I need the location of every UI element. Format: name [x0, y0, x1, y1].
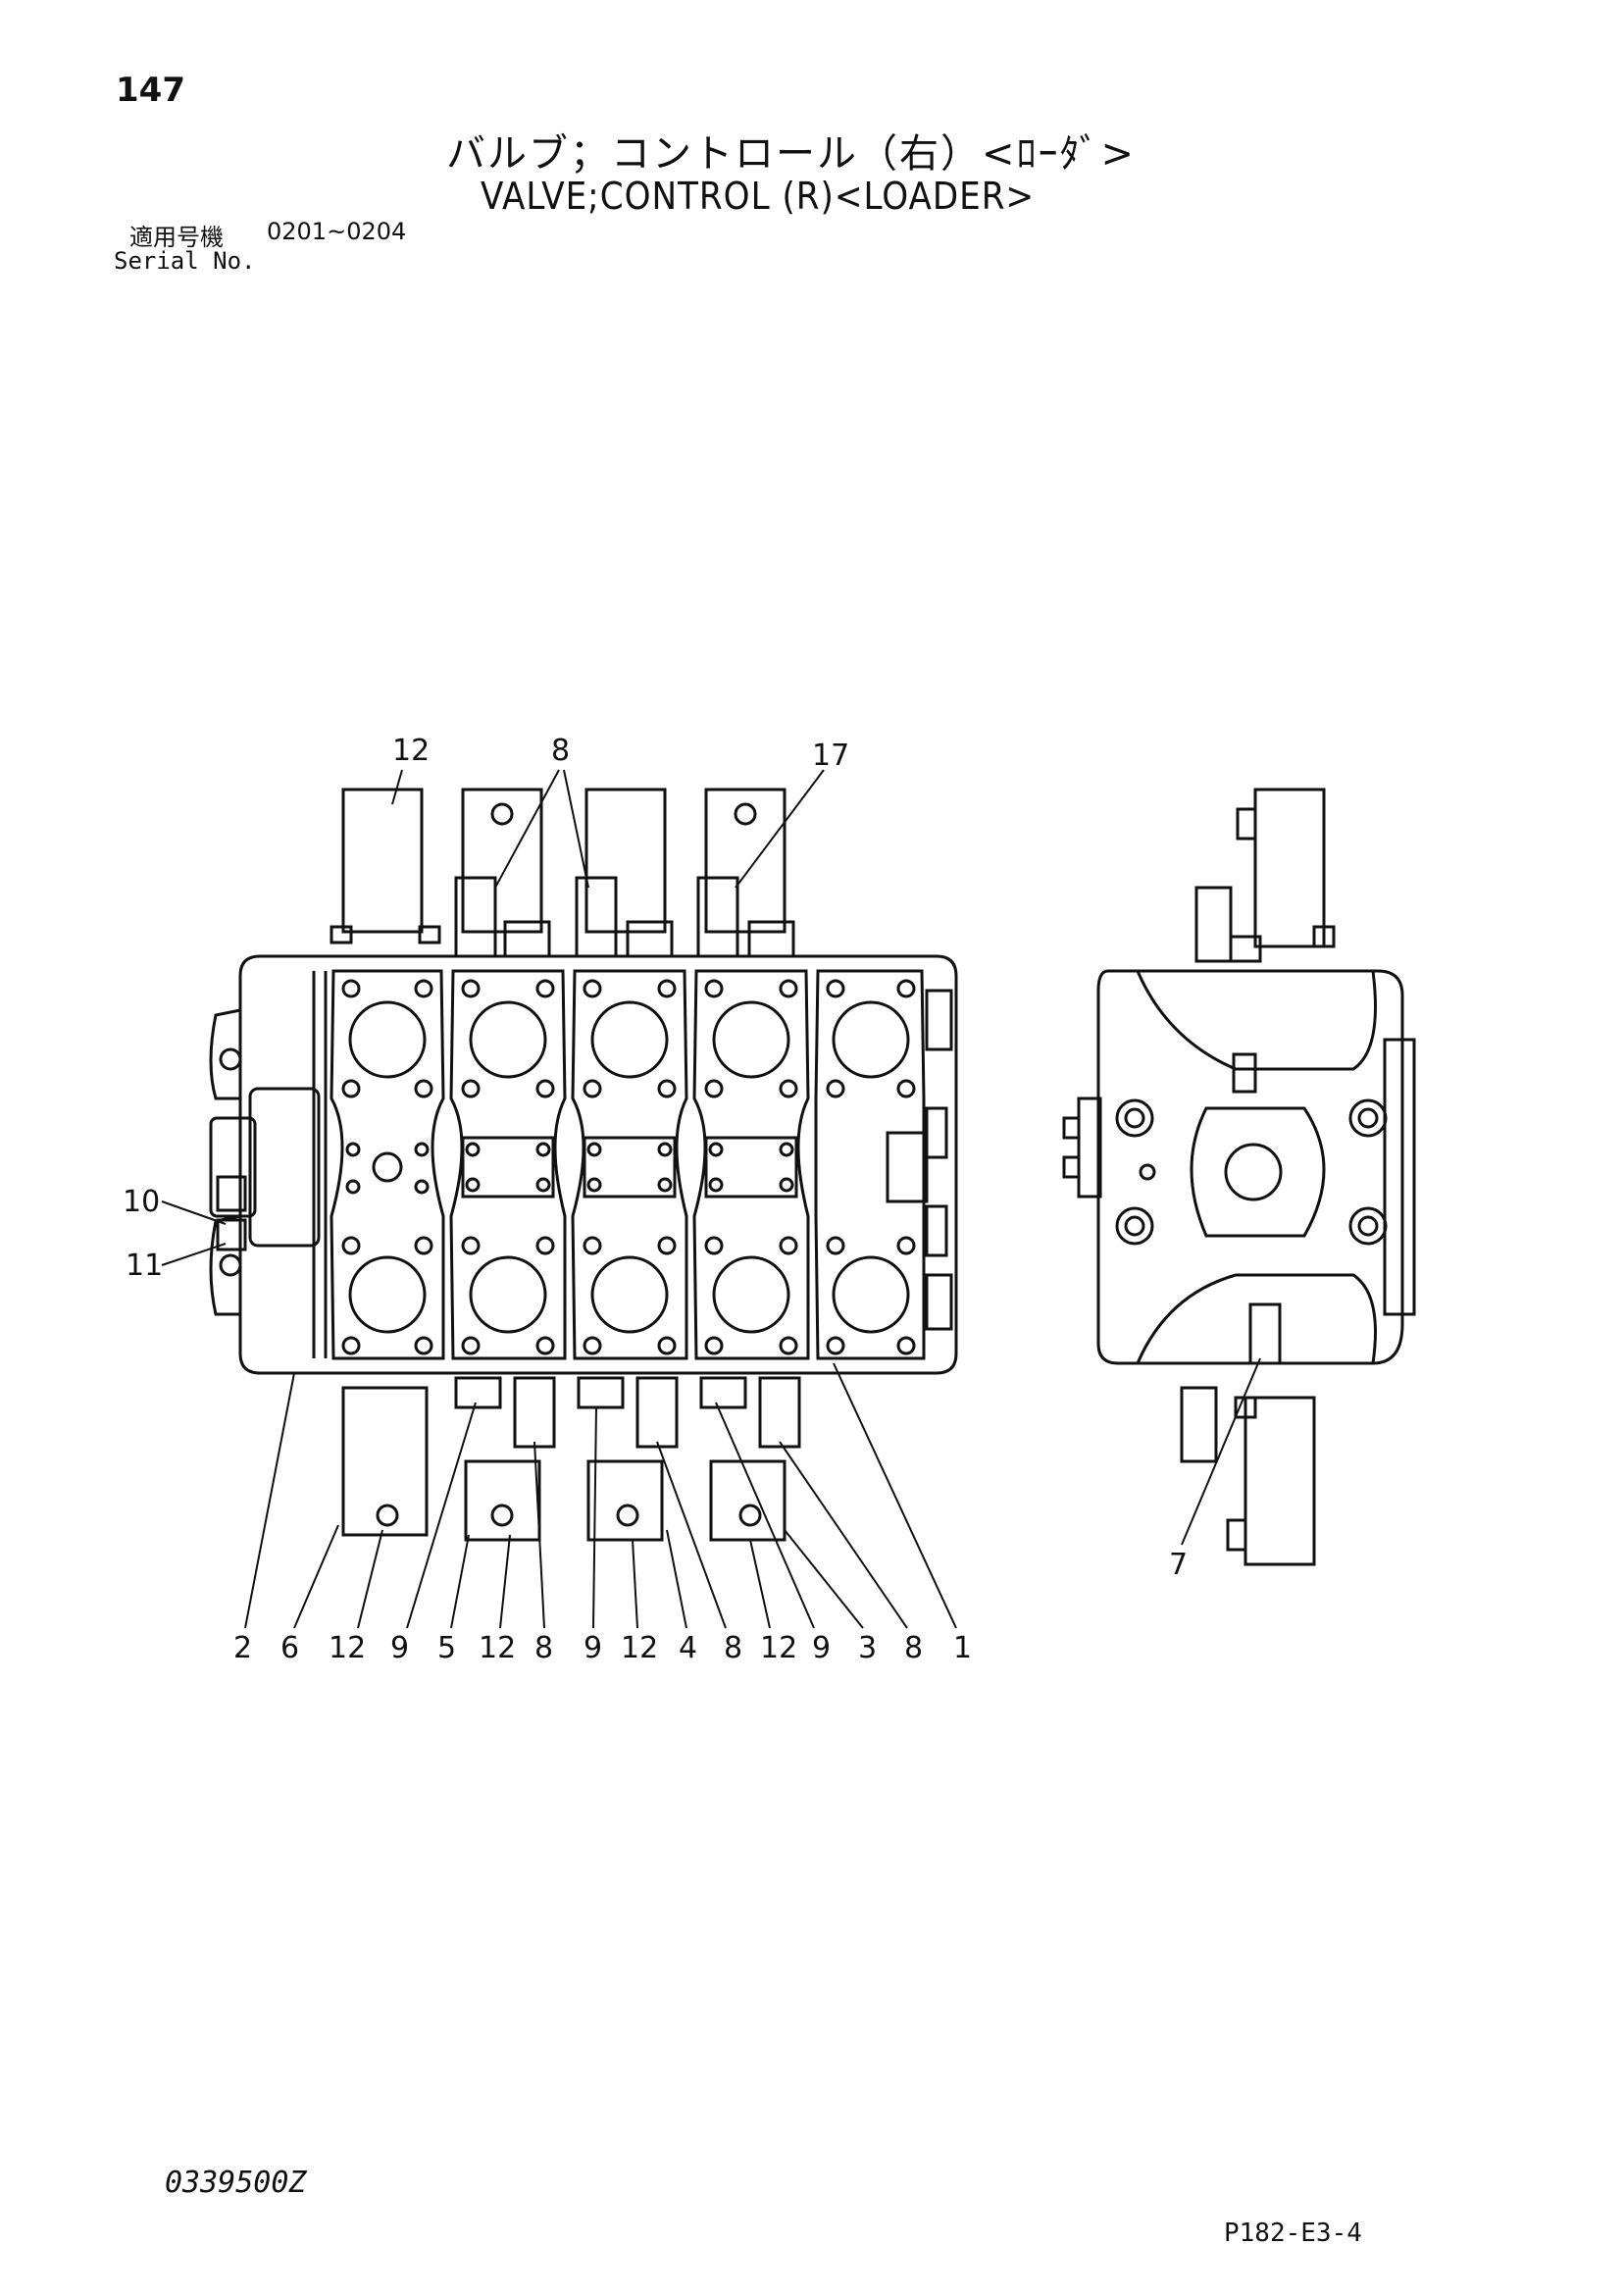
title-english: VALVE;CONTROL (R)<LOADER>: [481, 175, 1036, 218]
callout-bottom: 3: [858, 1631, 877, 1665]
leader-lines: [161, 769, 1261, 1629]
callout-bottom: 8: [534, 1631, 553, 1665]
valve-section: [449, 969, 567, 1360]
valve-end-section: [814, 969, 929, 1360]
valve-section: [330, 969, 445, 1360]
page-number: 147: [116, 71, 185, 110]
callout-top-2: 8: [551, 734, 570, 768]
callout-top-1: 12: [392, 734, 430, 768]
valve-section: [692, 969, 810, 1360]
callout-bottom: 1: [953, 1631, 972, 1665]
callout-bottom: 9: [812, 1631, 831, 1665]
side-view: [1062, 788, 1416, 1566]
page-code: P182-E3-4: [1224, 2219, 1362, 2248]
title-japanese: バルブ；コントロール（右）<ﾛｰﾀﾞ>: [446, 131, 1137, 177]
serial-label-japanese: 適用号機: [129, 224, 224, 251]
callout-left-2: 11: [126, 1249, 163, 1283]
front-view: [209, 788, 958, 1542]
callout-bottom: 12: [760, 1631, 797, 1665]
callout-bottom: 2: [233, 1631, 252, 1665]
callout-bottom: 12: [621, 1631, 658, 1665]
callout-bottom: 8: [724, 1631, 742, 1665]
callout-bottom: 6: [280, 1631, 299, 1665]
valve-section: [571, 969, 688, 1360]
document-code: 0339500Z: [165, 2166, 307, 2200]
callout-bottom: 4: [679, 1631, 697, 1665]
callout-side: 7: [1169, 1548, 1188, 1582]
callout-bottom: 9: [584, 1631, 602, 1665]
callout-left-1: 10: [123, 1185, 160, 1219]
callout-bottom: 8: [904, 1631, 923, 1665]
bottom-callout-row: 2 6 12 9 5 12 8 9 12 4 8 12 9 3 8 1: [233, 1631, 972, 1665]
callout-top-3: 17: [812, 739, 849, 773]
callout-bottom: 12: [479, 1631, 516, 1665]
callout-bottom: 12: [329, 1631, 366, 1665]
serial-range: 0201~0204: [267, 218, 407, 245]
callout-bottom: 5: [437, 1631, 456, 1665]
callout-bottom: 9: [390, 1631, 409, 1665]
serial-label-english: Serial No.: [114, 247, 256, 275]
